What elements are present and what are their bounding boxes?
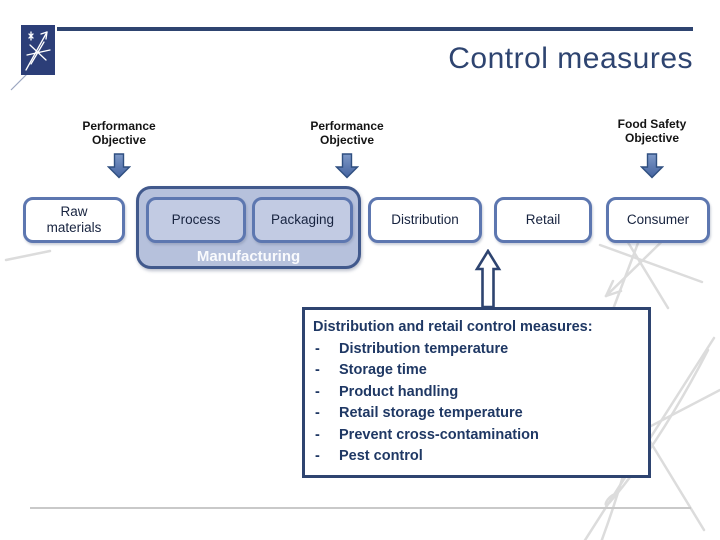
bullet-marker: - — [315, 405, 320, 421]
down-arrow-icon — [107, 153, 131, 179]
objective-label-food-safety: Food Safety Objective — [617, 117, 687, 145]
stage-box-retail: Retail — [494, 197, 592, 243]
bullet-item: - Product handling — [313, 382, 640, 404]
up-arrow-icon — [474, 249, 502, 309]
callout-title: Distribution and retail control measures… — [313, 319, 593, 335]
objective-label-performance-1: Performance Objective — [82, 119, 156, 147]
bullet-item: - Pest control — [313, 446, 640, 468]
bullet-marker: - — [315, 383, 320, 400]
bullet-text: Product handling — [339, 383, 459, 400]
bullet-text: Storage time — [339, 362, 427, 378]
bullet-item: - Storage time — [313, 360, 640, 382]
down-arrow-icon — [335, 153, 359, 179]
down-arrow-icon — [640, 153, 664, 179]
slide-title: Control measures — [448, 42, 693, 75]
bullet-item: - Retail storage temperature — [313, 403, 640, 425]
stage-box-packaging: Packaging — [252, 197, 353, 243]
bullet-marker: - — [315, 340, 320, 357]
bullet-text: Distribution temperature — [339, 340, 509, 357]
bullet-marker: - — [315, 426, 320, 443]
callout-bullet-list: - Distribution temperature - Storage tim… — [313, 339, 640, 468]
bullet-marker: - — [315, 448, 320, 464]
bullet-text: Pest control — [339, 448, 423, 464]
stage-box-raw-materials: Raw materials — [23, 197, 125, 243]
bullet-item: - Distribution temperature — [313, 339, 640, 361]
stage-box-distribution: Distribution — [368, 197, 482, 243]
callout-box: Distribution and retail control measures… — [302, 307, 651, 478]
bullet-marker: - — [315, 362, 320, 378]
bullet-item: - Prevent cross-contamination — [313, 425, 640, 447]
manufacturing-label: Manufacturing — [196, 248, 301, 265]
footer-rule — [30, 507, 691, 509]
objective-label-performance-2: Performance Objective — [310, 119, 384, 147]
bullet-text: Prevent cross-contamination — [339, 426, 539, 443]
stage-box-consumer: Consumer — [606, 197, 710, 243]
logo — [21, 25, 55, 75]
stage-box-process: Process — [146, 197, 246, 243]
bullet-text: Retail storage temperature — [339, 405, 523, 421]
header-rule — [57, 27, 693, 31]
